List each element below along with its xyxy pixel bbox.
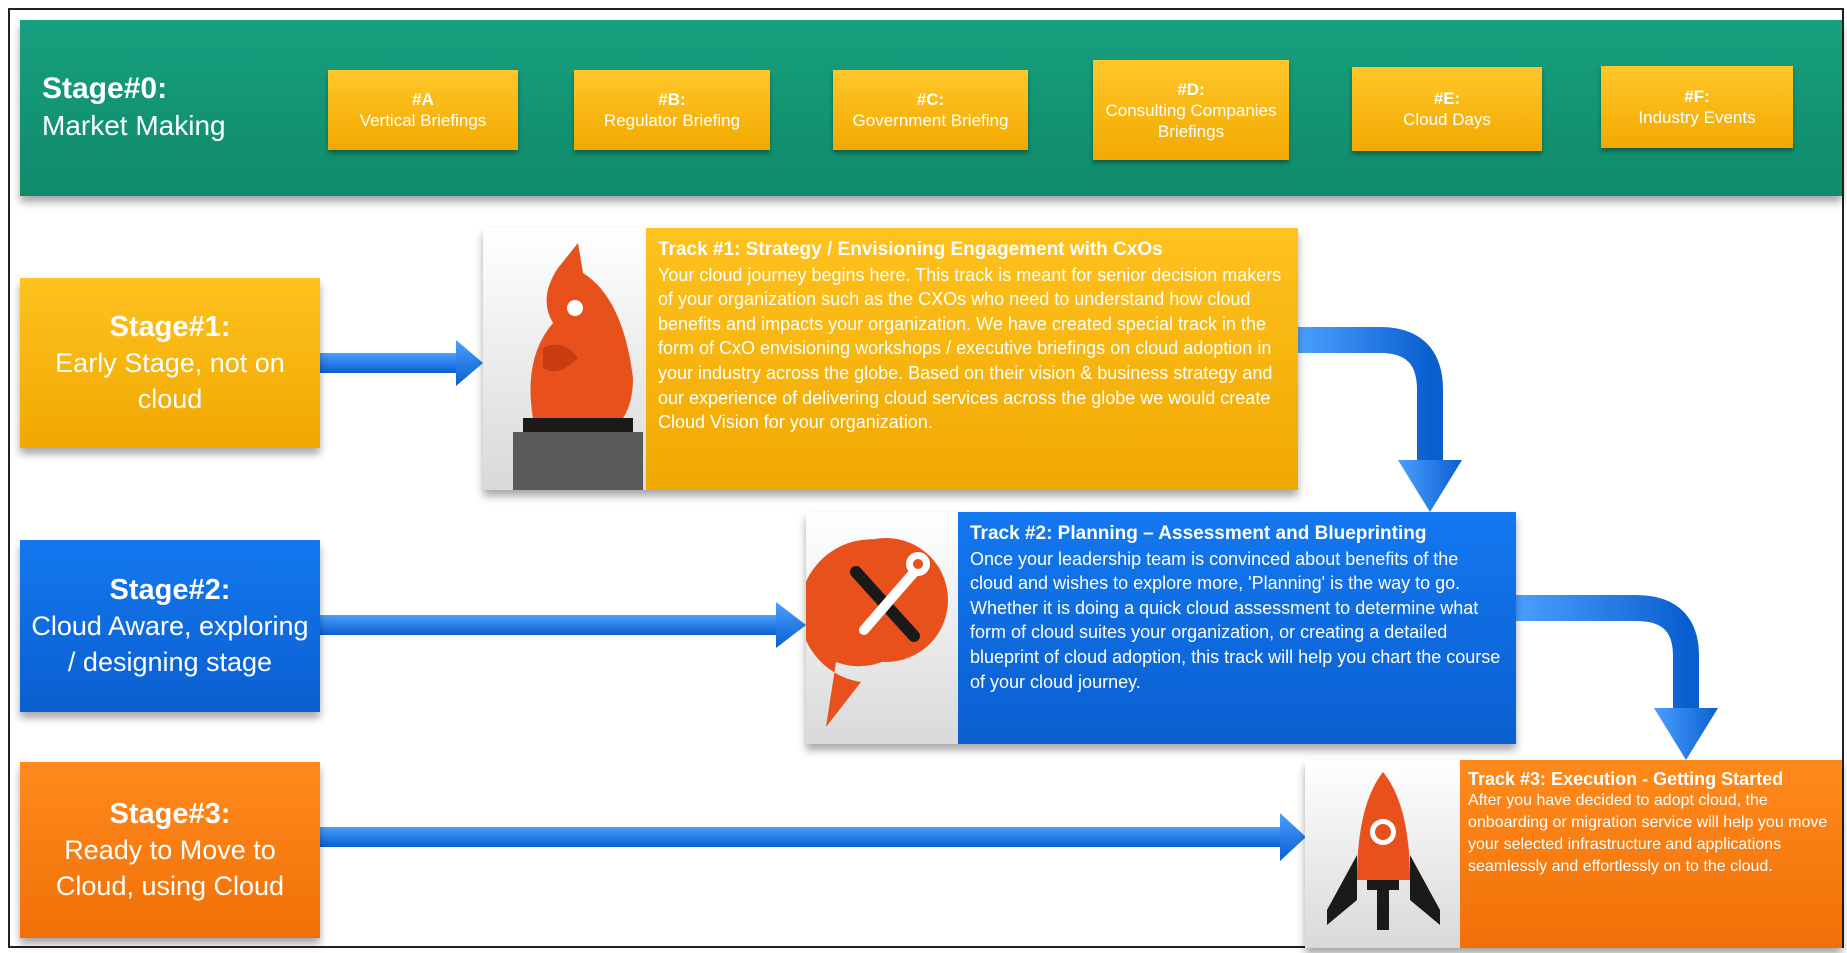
chip-vertical-briefings: #A Vertical Briefings (328, 70, 518, 150)
track1-title: Track #1: Strategy / Envisioning Engagem… (658, 239, 1163, 260)
chip-label: Industry Events (1638, 108, 1756, 127)
track3-body: Track #3: Execution - Getting Started Af… (1460, 760, 1842, 948)
track1-text: Your cloud journey begins here. This tra… (658, 264, 1282, 433)
chip-label: Government Briefing (852, 111, 1009, 130)
stage0-stage-label: Stage#0: (42, 72, 168, 105)
chip-cloud-days: #E: Cloud Days (1352, 67, 1542, 151)
stage2-box: Stage#2: Cloud Aware, exploring / design… (20, 540, 320, 712)
tools-icon (806, 538, 948, 727)
chip-government-briefing: #C: Government Briefing (833, 70, 1028, 150)
track3-card: Track #3: Execution - Getting Started Af… (1305, 760, 1842, 948)
stage3-box: Stage#3: Ready to Move to Cloud, using C… (20, 762, 320, 938)
stage2-description: Cloud Aware, exploring / designing stage (31, 611, 309, 677)
track1-icon-tile (483, 228, 646, 490)
track3-text: After you have decided to adopt cloud, t… (1468, 792, 1828, 875)
chip-code: #F: (1684, 87, 1710, 106)
arrow-stage3-to-track3 (320, 813, 1306, 861)
track3-icon-tile (1305, 760, 1460, 948)
track2-title: Track #2: Planning – Assessment and Blue… (970, 523, 1427, 544)
chip-code: #E: (1433, 89, 1461, 108)
track1-body: Track #1: Strategy / Envisioning Engagem… (646, 228, 1298, 490)
track2-body: Track #2: Planning – Assessment and Blue… (958, 512, 1516, 744)
chess-knight-icon (513, 243, 643, 490)
track2-card: Track #2: Planning – Assessment and Blue… (806, 512, 1516, 744)
chip-label: Cloud Days (1403, 110, 1491, 129)
stage0-title: Stage#0: Market Making (42, 72, 226, 142)
stage1-description: Early Stage, not on cloud (55, 348, 285, 414)
track3-title: Track #3: Execution - Getting Started (1468, 769, 1784, 789)
chip-regulator-briefing: #B: Regulator Briefing (574, 70, 770, 150)
chip-label: Regulator Briefing (603, 111, 741, 130)
chip-code: #D: (1177, 79, 1205, 99)
track2-icon-tile (806, 512, 958, 744)
chip-code: #A (412, 90, 434, 109)
track1-card: Track #1: Strategy / Envisioning Engagem… (483, 228, 1298, 490)
stage2-label: Stage#2: (109, 574, 231, 606)
stage0-description: Market Making (42, 110, 226, 141)
chip-consulting-briefings: #D: Consulting Companies Briefings (1093, 60, 1289, 160)
stage3-description: Ready to Move to Cloud, using Cloud (55, 835, 285, 901)
arrow-track1-to-track2 (1298, 327, 1462, 512)
chip-label: Vertical Briefings (359, 111, 487, 130)
stage1-box: Stage#1: Early Stage, not on cloud (20, 278, 320, 448)
track2-text: Once your leadership team is convinced a… (970, 548, 1501, 692)
stage1-label: Stage#1: (109, 311, 231, 343)
arrow-track2-to-track3 (1516, 595, 1718, 760)
chip-code: #C: (916, 90, 945, 109)
chip-label: Consulting Companies Briefings (1105, 100, 1277, 141)
stage3-label: Stage#3: (109, 798, 231, 830)
arrow-stage1-to-track1 (320, 340, 483, 386)
arrow-stage2-to-track2 (320, 602, 806, 648)
chip-industry-events: #F: Industry Events (1601, 66, 1793, 148)
chip-code: #B: (658, 90, 686, 109)
rocket-icon (1327, 772, 1440, 930)
